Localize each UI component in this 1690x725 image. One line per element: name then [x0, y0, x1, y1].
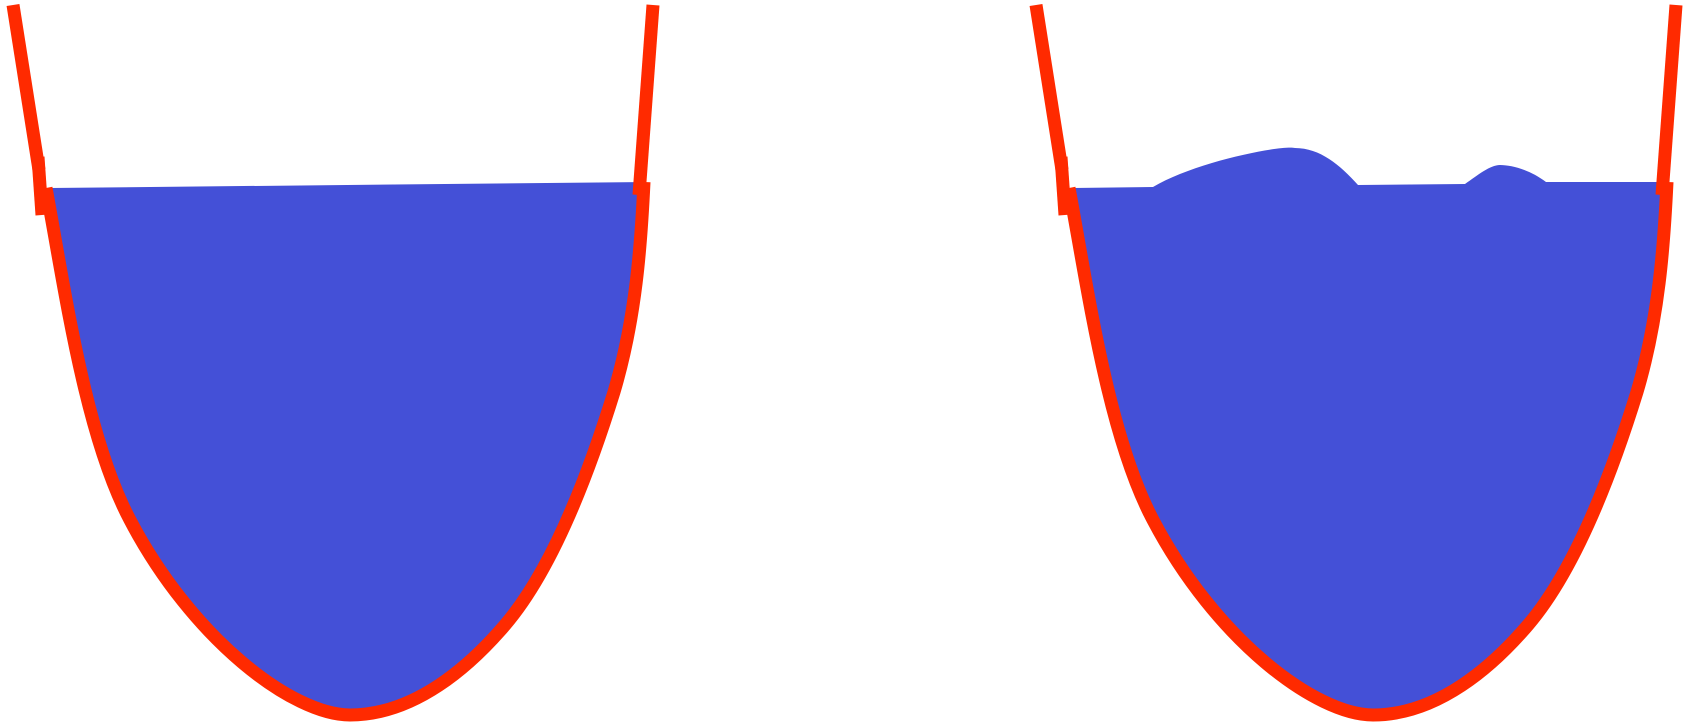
left-container-rim-left [31, 156, 49, 216]
left-container-upper-right-wall [632, 4, 660, 196]
left-panel [6, 3, 660, 722]
left-fluid-body [46, 182, 644, 715]
right-panel [1029, 3, 1683, 722]
right-container-upper-left-wall [1029, 3, 1069, 172]
right-container-rim-left [1054, 156, 1072, 216]
right-container-lower-bowl [1062, 181, 1674, 722]
right-fluid-body [1069, 147, 1667, 716]
left-container-upper-left-wall [6, 3, 46, 172]
left-container-lower-bowl [39, 181, 651, 722]
right-container-upper-right-wall [1655, 4, 1683, 196]
